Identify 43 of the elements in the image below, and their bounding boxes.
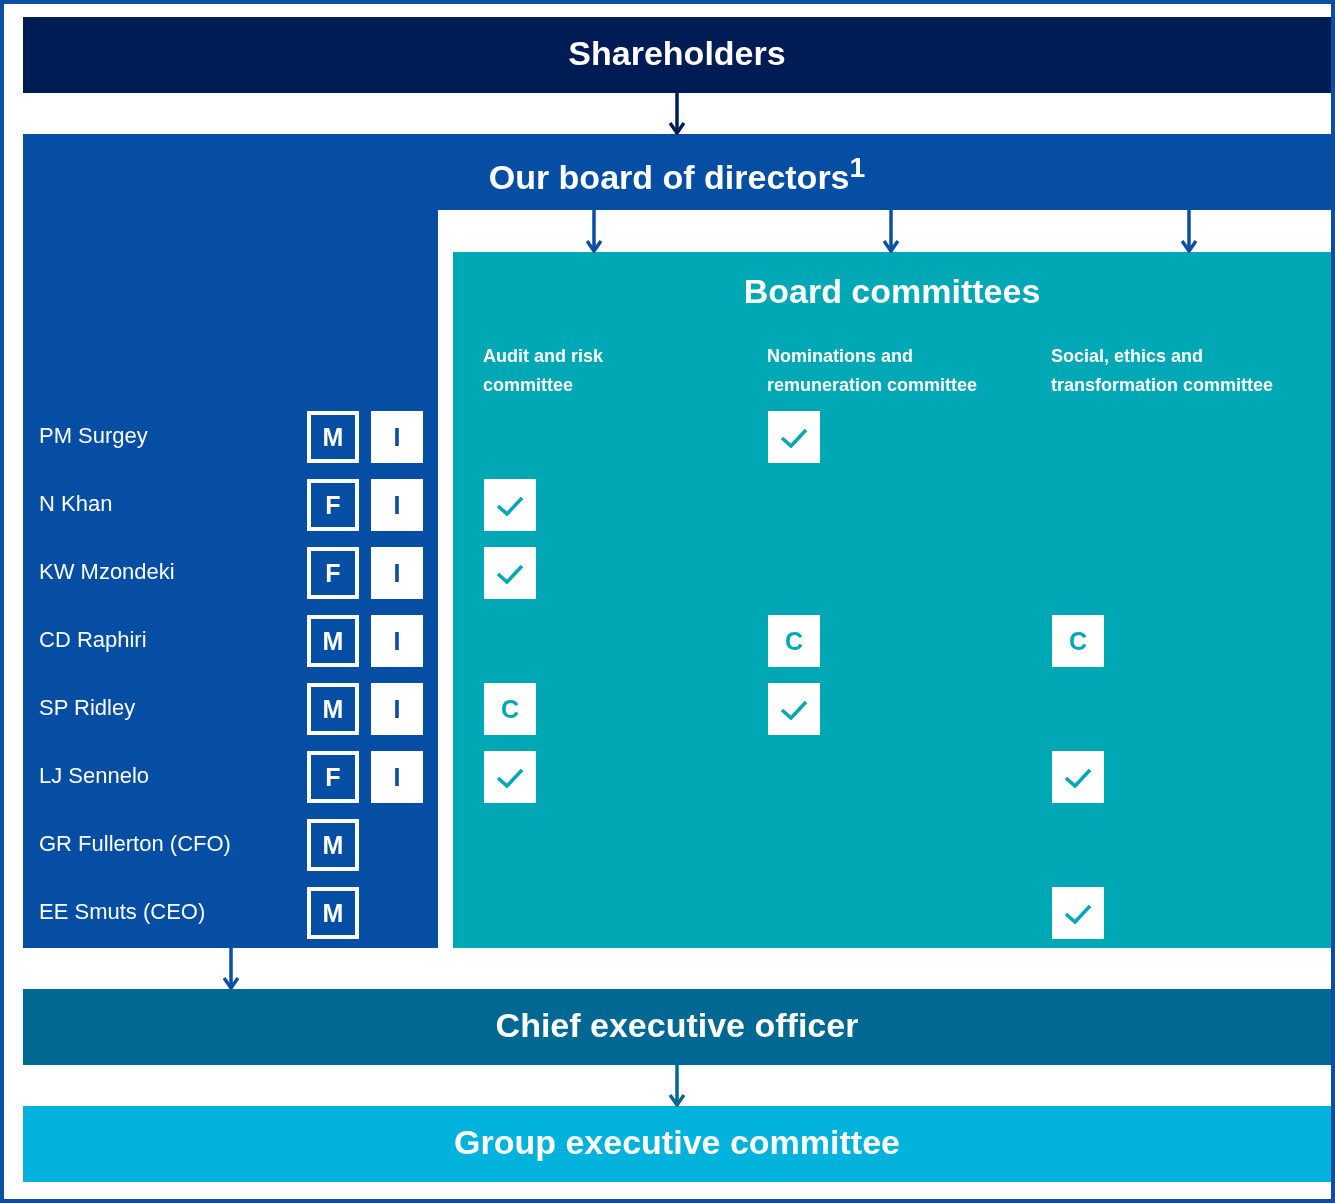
column-header: Social, ethics and transformation committee — [1051, 345, 1275, 397]
director-name: KW Mzondeki — [39, 559, 175, 585]
gender-badge: F — [307, 751, 359, 803]
stakeholder-band — [23, 17, 1331, 93]
director-name: N Khan — [39, 491, 113, 517]
director-name: PM Surgey — [39, 423, 148, 449]
gender-badge: F — [307, 547, 359, 599]
chair-badge: C — [768, 615, 820, 667]
gender-badge: M — [307, 819, 359, 871]
arrow — [668, 1065, 686, 1107]
gender-badge: M — [307, 683, 359, 735]
committee-panel — [453, 252, 1331, 948]
arrow — [882, 210, 900, 253]
independence-badge: I — [371, 751, 423, 803]
gender-badge: M — [307, 887, 359, 939]
heading: Our board of directors$^{1}$ — [488, 151, 866, 198]
director-name: LJ Sennelo — [39, 763, 150, 789]
column-header: Nominations and remuneration committee — [767, 345, 979, 397]
chair-badge: C — [484, 683, 536, 735]
arrow — [585, 210, 603, 253]
heading: Chief executive officer — [495, 1006, 859, 1045]
director-name: CD Raphiri — [39, 627, 147, 653]
heading: Group executive committee — [454, 1123, 900, 1162]
arrow — [222, 948, 240, 990]
arrow — [668, 93, 686, 135]
column-header: Audit and risk committee — [483, 345, 603, 397]
gender-badge: M — [307, 615, 359, 667]
executive-band — [23, 989, 1331, 1065]
independence-badge: I — [371, 411, 423, 463]
independence-badge: I — [371, 615, 423, 667]
gender-badge: F — [307, 479, 359, 531]
chair-badge: C — [1052, 615, 1104, 667]
independence-badge: I — [371, 547, 423, 599]
independence-badge: I — [371, 479, 423, 531]
committee-band — [23, 1106, 1331, 1182]
independence-badge: I — [371, 683, 423, 735]
heading: Board committees — [743, 272, 1041, 311]
heading: Shareholders — [568, 34, 786, 73]
director-name: GR Fullerton (CFO) — [39, 831, 231, 857]
gender-badge: M — [307, 411, 359, 463]
director-name: SP Ridley — [39, 695, 136, 721]
director-name: EE Smuts (CEO) — [39, 899, 206, 925]
arrow — [1180, 210, 1198, 253]
